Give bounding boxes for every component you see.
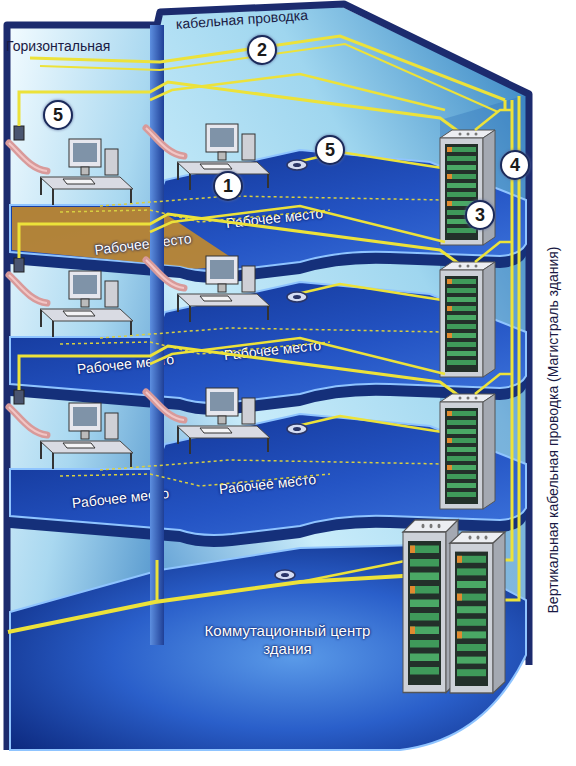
highlighted-workplace: Рабочее место — [10, 200, 235, 276]
floor-equipment — [9, 338, 512, 509]
slab-surface — [10, 545, 526, 750]
ground-cable — [8, 575, 420, 632]
main-rack — [403, 520, 458, 693]
floor-equipment — [9, 74, 512, 245]
callout-circle: 1 — [213, 171, 243, 201]
backbone-cable — [492, 100, 512, 560]
floor-equipment — [9, 206, 512, 377]
callout-number: 3 — [475, 205, 485, 225]
backbone-label: Вертикальная кабельная проводка (Магистр… — [545, 247, 561, 614]
backbone-cable — [504, 100, 507, 110]
callout-circle: 2 — [247, 35, 277, 65]
slab-surface — [10, 414, 526, 535]
floor-slab: Рабочее местоРабочее место — [0, 272, 530, 412]
room-label: Коммутационный центр здания — [195, 622, 380, 658]
slab-surface — [10, 150, 526, 271]
callout-number: 5 — [53, 105, 63, 125]
callout-circle: 5 — [43, 100, 73, 130]
ground-cable — [156, 560, 159, 600]
section-label: Горизонтальная — [6, 38, 110, 54]
building-frame — [7, 4, 529, 750]
building-column — [150, 25, 164, 645]
floor-box — [275, 570, 295, 580]
callout-circle: 5 — [315, 135, 345, 165]
callout-circle: 3 — [465, 200, 495, 230]
backbone-cable — [495, 96, 519, 600]
slab-surface — [10, 282, 526, 403]
callout-number: 4 — [510, 155, 520, 175]
floor-slab: Рабочее местоРабочее место — [0, 404, 530, 544]
horizontal-cable — [40, 44, 498, 112]
callout-number: 2 — [257, 40, 267, 60]
callout-number: 5 — [325, 140, 335, 160]
main-rack — [450, 532, 505, 693]
slab-surface — [12, 207, 232, 269]
slab-shape — [0, 404, 530, 544]
callout-circle: 4 — [500, 150, 530, 180]
floor-slab: Рабочее местоРабочее место — [0, 140, 530, 280]
ground-floor: Коммутационный центр здания — [0, 540, 530, 755]
callout-number: 1 — [223, 176, 233, 196]
ground-cable — [300, 560, 410, 582]
